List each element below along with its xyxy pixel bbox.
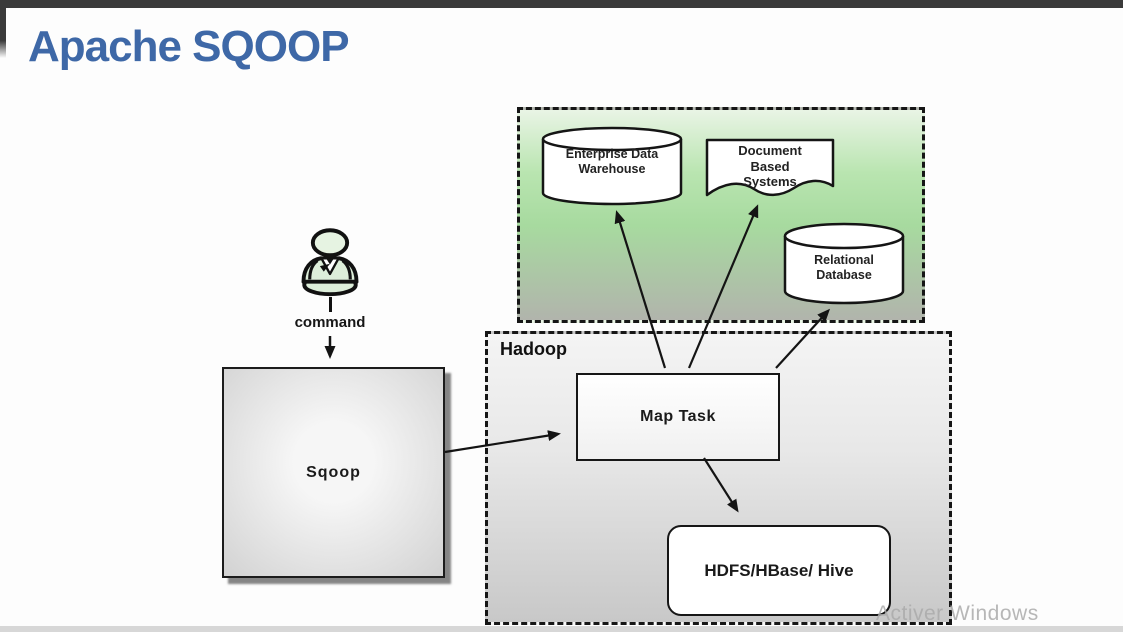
map-task-box: Map Task [576, 373, 780, 461]
relational-label-text: Relational Database [814, 253, 874, 282]
relational-label: Relational Database [778, 253, 910, 283]
document-label: Document Based Systems [703, 143, 837, 190]
map-task-label: Map Task [640, 408, 716, 425]
page-title: Apache SQOOP [28, 22, 350, 71]
activate-windows-watermark: Activer Windows [876, 602, 1039, 625]
warehouse-label: Enterprise Data Warehouse [536, 147, 688, 177]
sqoop-label: Sqoop [306, 463, 361, 481]
hdfs-hbase-hive-box: HDFS/HBase/ Hive [667, 525, 891, 616]
hdfs-label: HDFS/HBase/ Hive [704, 560, 854, 580]
hadoop-panel: Hadoop Map Task HDFS/HBase/ Hive [485, 331, 952, 625]
top-edge-bar [0, 0, 1123, 8]
person-icon [291, 227, 369, 299]
data-sources-panel: Enterprise Data Warehouse Document Based… [517, 107, 925, 323]
warehouse-label-text: Enterprise Data Warehouse [565, 147, 659, 176]
sqoop-box: Sqoop [222, 367, 445, 578]
relational-db-cylinder: Relational Database [778, 221, 910, 309]
actor-connector-line [329, 297, 332, 312]
enterprise-warehouse-cylinder: Enterprise Data Warehouse [536, 125, 688, 207]
document-icon [705, 138, 835, 197]
document-label-text: Document Based Systems [738, 143, 802, 190]
user-glyph [301, 228, 359, 297]
database-cylinder-icon [541, 126, 683, 206]
command-label: command [294, 314, 366, 331]
database-cylinder-icon [783, 222, 905, 305]
document-systems-shape: Document Based Systems [703, 136, 837, 206]
bottom-edge-bar [0, 626, 1123, 632]
hadoop-panel-label: Hadoop [500, 339, 567, 359]
left-edge-bar [0, 0, 6, 58]
